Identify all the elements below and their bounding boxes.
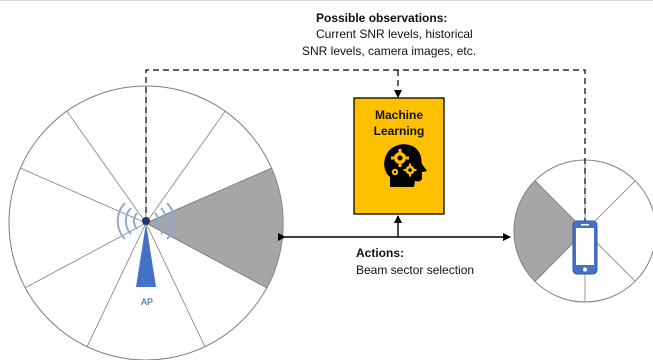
smartphone-icon bbox=[572, 220, 598, 275]
access-point-icon bbox=[116, 202, 176, 287]
ap-antenna-node bbox=[142, 217, 150, 225]
ap-signal-waves-icon bbox=[116, 202, 176, 240]
ap-sector-dividers bbox=[20, 86, 272, 347]
observation-dashed-line bbox=[145, 69, 586, 221]
ap-selected-sector bbox=[145, 167, 284, 289]
ue-selected-sector bbox=[513, 180, 586, 282]
head-with-gears-icon bbox=[384, 144, 427, 187]
actions-description: Beam sector selection bbox=[356, 263, 475, 277]
ap-label: AP bbox=[140, 297, 153, 307]
machine-learning-title: Machine Learning bbox=[373, 108, 425, 138]
actions-title: Actions: bbox=[356, 246, 404, 260]
ap-antenna-mast bbox=[136, 223, 156, 287]
observations-title: Possible observations: bbox=[316, 11, 448, 25]
top-border-line bbox=[0, 0, 653, 1]
observations-line-2: SNR levels, camera images, etc. bbox=[302, 44, 477, 58]
observations-line-1: Current SNR levels, historical bbox=[316, 27, 473, 41]
